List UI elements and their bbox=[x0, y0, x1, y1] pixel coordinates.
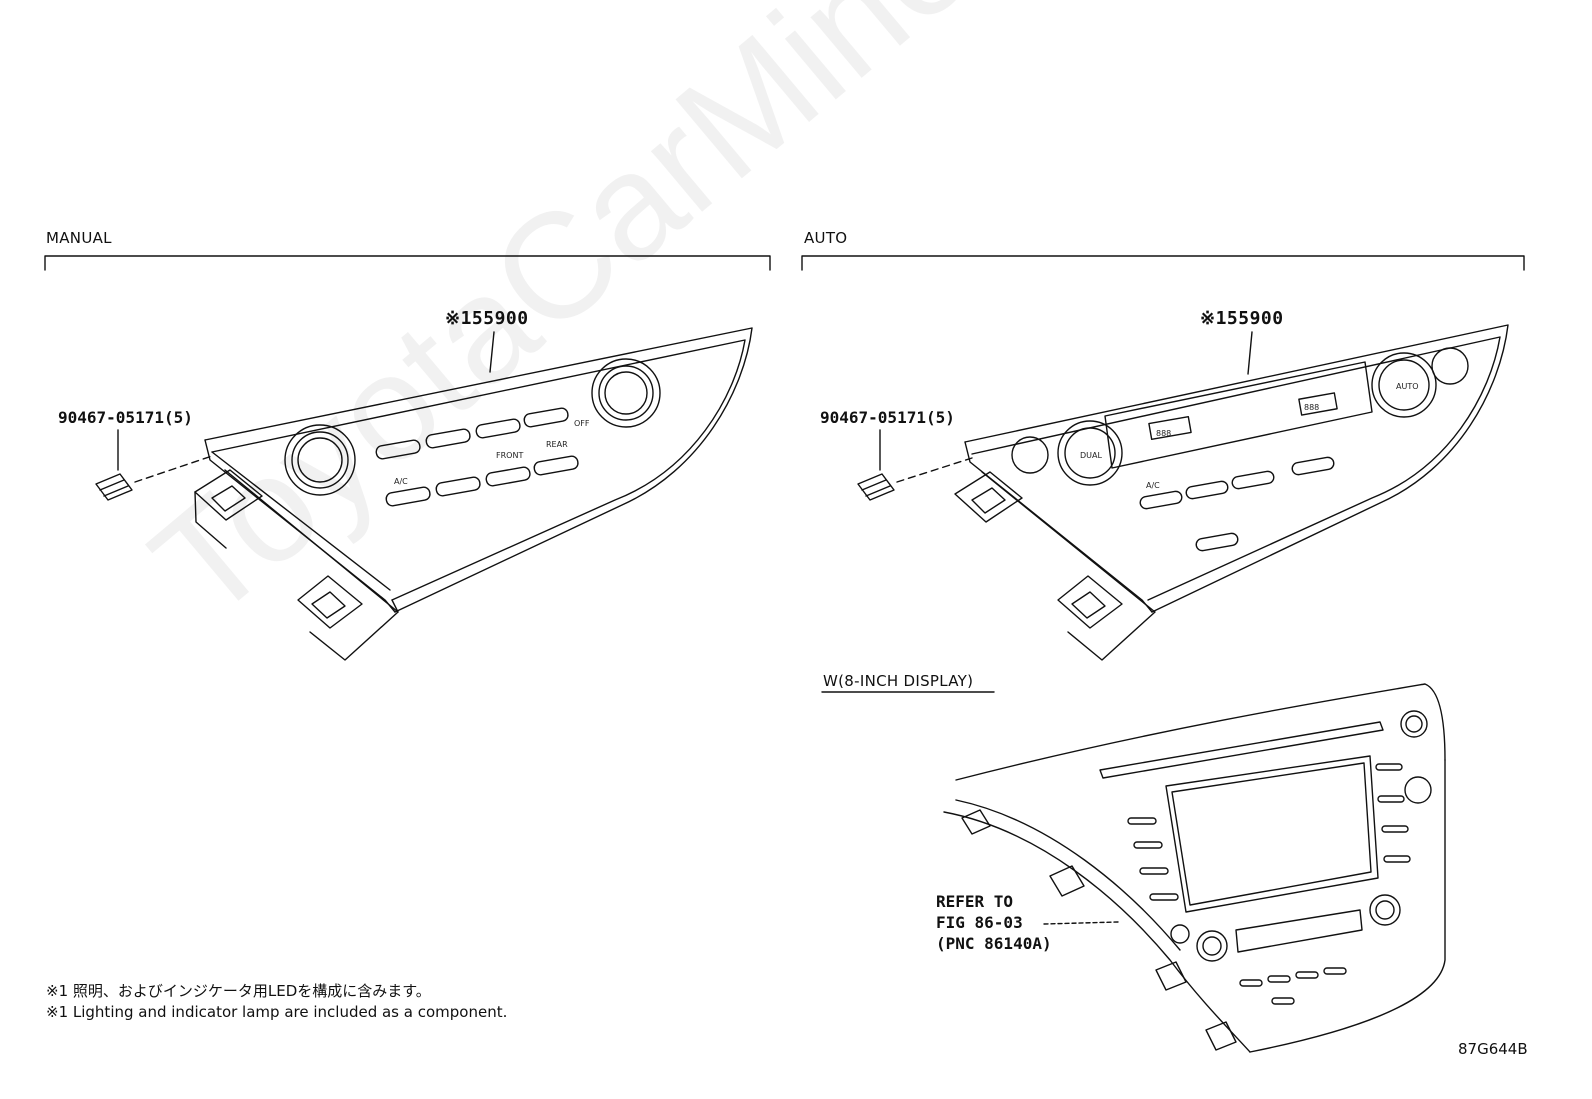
auto-section-title: AUTO bbox=[804, 229, 848, 247]
svg-text:FRONT: FRONT bbox=[496, 451, 523, 460]
svg-text:REAR: REAR bbox=[546, 440, 568, 449]
refer-line-3: (PNC 86140A) bbox=[936, 934, 1052, 953]
manual-bracket bbox=[44, 255, 771, 271]
manual-bulb-part-number: 90467-05171(5) bbox=[58, 408, 193, 427]
manual-section-title: MANUAL bbox=[46, 229, 112, 247]
auto-bulb-part-number: 90467-05171(5) bbox=[820, 408, 955, 427]
auto-button-text: DUAL AUTO A/C 888 888 bbox=[1080, 382, 1419, 490]
manual-panel-drawing bbox=[95, 327, 753, 661]
svg-text:DUAL: DUAL bbox=[1080, 451, 1102, 460]
auto-control-panel-part-number: ※155900 bbox=[1200, 308, 1284, 329]
svg-text:OFF: OFF bbox=[574, 419, 590, 428]
auto-panel-drawing bbox=[857, 324, 1509, 661]
display-section-title: W(8-INCH DISPLAY) bbox=[823, 672, 974, 690]
footnote-english: ※1 Lighting and indicator lamp are inclu… bbox=[46, 1003, 508, 1021]
footnote-japanese: ※1 照明、およびインジケータ用LEDを構成に含みます。 bbox=[46, 982, 431, 1000]
svg-text:A/C: A/C bbox=[1146, 481, 1160, 490]
svg-text:A/C: A/C bbox=[394, 477, 408, 486]
auto-bracket bbox=[801, 255, 1525, 271]
manual-control-panel-part-number: ※155900 bbox=[445, 308, 529, 329]
refer-line-2: FIG 86-03 bbox=[936, 913, 1023, 932]
figure-code: 87G644B bbox=[1458, 1040, 1528, 1058]
display-assembly-drawing bbox=[821, 683, 1446, 1053]
svg-text:888: 888 bbox=[1304, 403, 1319, 412]
svg-text:AUTO: AUTO bbox=[1396, 382, 1419, 391]
refer-note: REFER TO FIG 86-03 (PNC 86140A) bbox=[936, 891, 1052, 954]
refer-line-1: REFER TO bbox=[936, 892, 1014, 911]
manual-button-text: A/C FRONT REAR OFF bbox=[394, 419, 590, 486]
svg-text:888: 888 bbox=[1156, 429, 1171, 438]
